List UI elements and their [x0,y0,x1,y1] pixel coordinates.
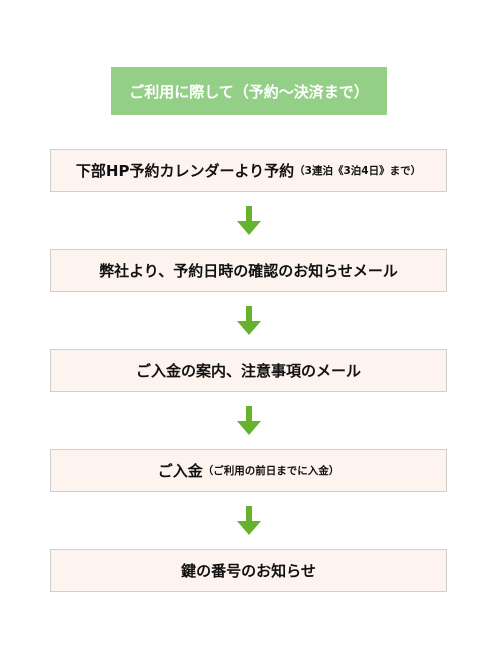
step-3-box: ご入金の案内、注意事項のメール [50,349,447,392]
step-4-note: （ご利用の前日までに入金） [202,465,340,477]
arrow-down-icon [237,306,261,335]
step-4-label: ご入金 [157,462,203,480]
step-5-box: 鍵の番号のお知らせ [50,549,447,592]
step-2-box: 弊社より、予約日時の確認のお知らせメール [50,249,447,292]
step-4-box: ご入金（ご利用の前日までに入金） [50,449,447,492]
step-3-label: ご入金の案内、注意事項のメール [135,362,361,380]
step-1-note: （3連泊《3泊4日》まで） [294,165,422,177]
step-2-label: 弊社より、予約日時の確認のお知らせメール [99,262,398,280]
step-1-box: 下部HP予約カレンダーより予約（3連泊《3泊4日》まで） [50,149,447,192]
step-1-label: 下部HP予約カレンダーより予約 [75,162,295,180]
step-5-label: 鍵の番号のお知らせ [181,562,316,580]
flow-title: ご利用に際して（予約〜決済まで） [111,67,387,115]
arrow-down-icon [237,506,261,535]
arrow-down-icon [237,406,261,435]
arrow-down-icon [237,206,261,235]
